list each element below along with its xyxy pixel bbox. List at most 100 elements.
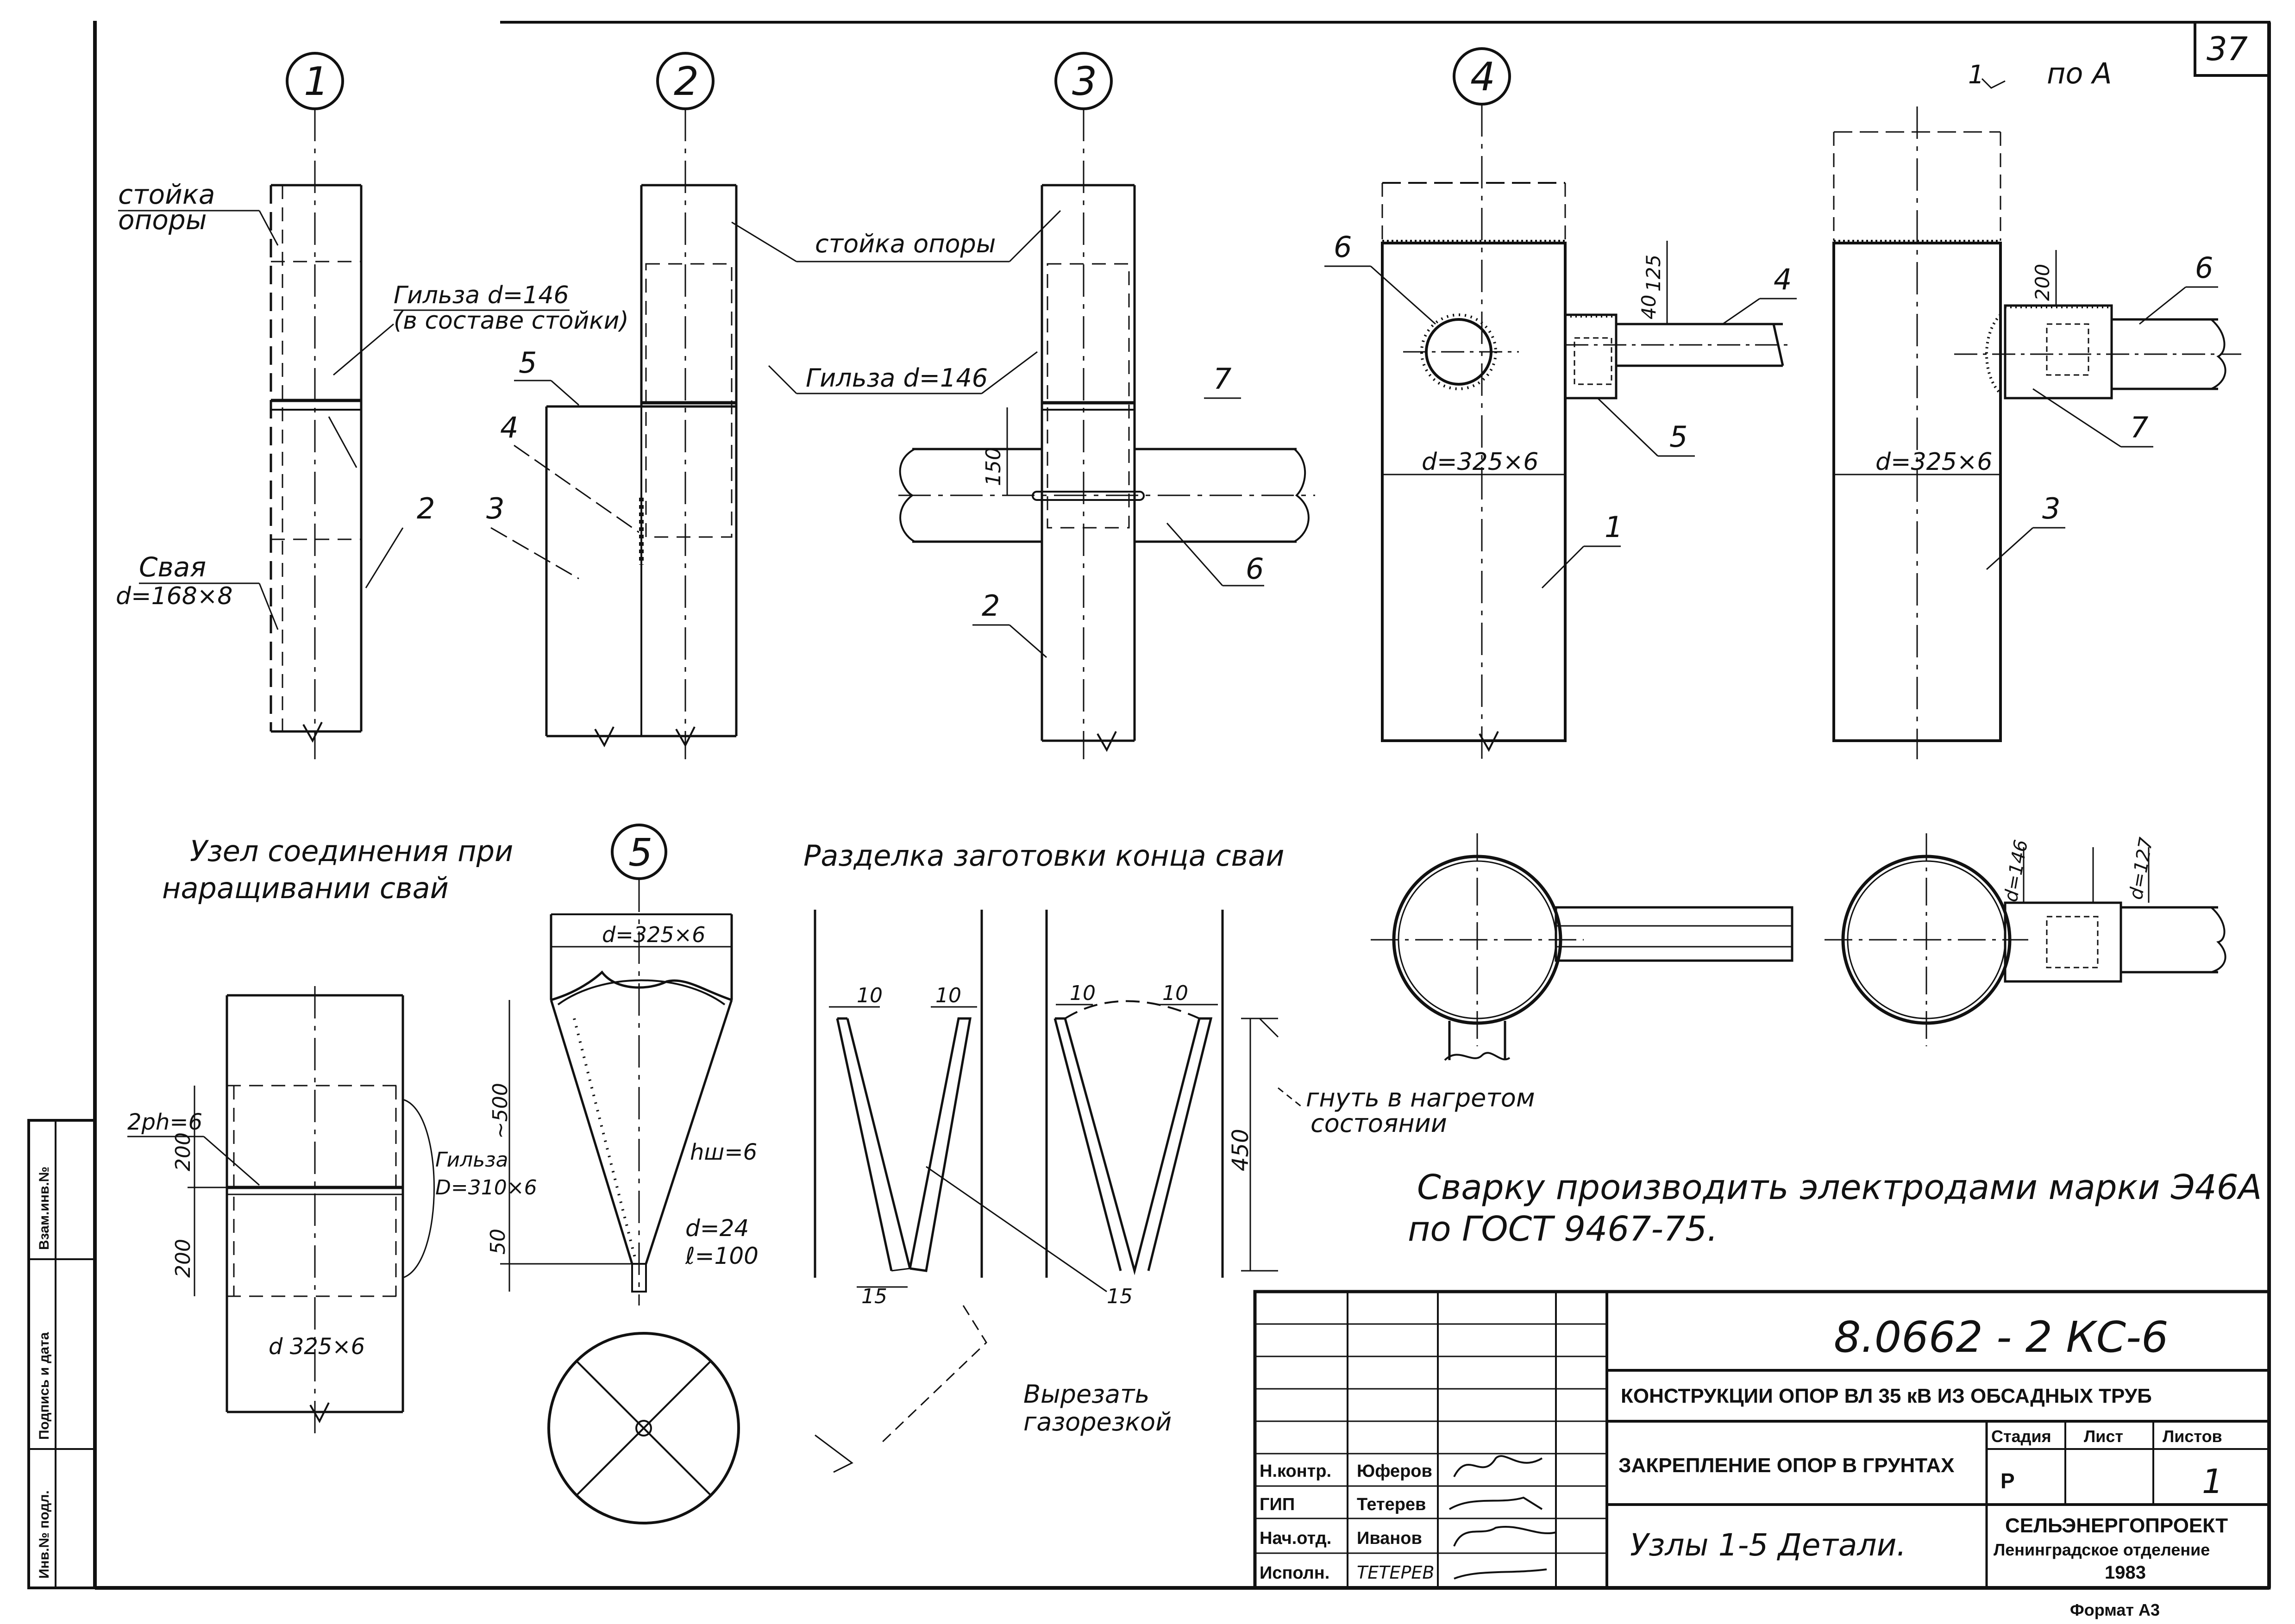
- node-5-number: 5: [628, 831, 652, 875]
- project-title: КОНСТРУКЦИИ ОПОР ВЛ 35 кВ ИЗ ОБСАДНЫХ ТР…: [1621, 1385, 2152, 1407]
- node-4-pos-1: 1: [1605, 510, 1623, 544]
- pile-end-cutting: Разделка заготовки конца сваи 10 10 15 1…: [803, 839, 1535, 1473]
- joint-title-1: Узел соединения при: [190, 834, 513, 868]
- joint-dim-200-lower: 200: [171, 1239, 195, 1278]
- node-5-weld: hш=6: [690, 1139, 757, 1165]
- stamp-sign-date: Подпись и дата: [37, 1332, 52, 1440]
- view-a-cut-mark: 1: [1968, 60, 1984, 89]
- content-title: Узлы 1-5 Детали.: [1630, 1527, 1906, 1563]
- node-4-number: 4: [1470, 54, 1495, 100]
- doc-code: 8.0662 - 2 КС-6: [1834, 1312, 2169, 1362]
- node-5: 5 d=325×6 ~500 50 hш=6 d=24 ℓ=100: [486, 824, 759, 1524]
- plan-view-left: [1371, 833, 1793, 1061]
- node-2-pos-3: 3: [486, 492, 504, 525]
- sheets-value: 1: [2202, 1462, 2223, 1501]
- welding-note: Сварку производить электродами марки Э46…: [1408, 1168, 2262, 1249]
- node-3-number: 3: [1072, 59, 1097, 105]
- stamp-inv-orig: Инв.№ подл.: [37, 1490, 52, 1579]
- node-5-dim-50: 50: [486, 1229, 510, 1255]
- node-5-rod-l: ℓ=100: [685, 1243, 759, 1269]
- signature-ispoln: [1454, 1568, 1547, 1580]
- name-nkontr: Юферов: [1357, 1462, 1432, 1481]
- sheets-label: Листов: [2163, 1427, 2222, 1446]
- view-a-title: по А: [2047, 56, 2112, 90]
- cutting-gas-note-2: газорезкой: [1023, 1407, 1172, 1437]
- joint-weld: 2ph=6: [127, 1109, 202, 1135]
- plan-d146: d=146: [2000, 838, 2032, 904]
- cutting-bend-note-1: гнуть в нагретом: [1306, 1083, 1535, 1112]
- joint-title-2: наращивании свай: [162, 871, 449, 905]
- view-a: 1 по А 200 d=325×6 6 7 3: [1832, 56, 2241, 759]
- role-nkontr: Н.контр.: [1260, 1462, 1331, 1481]
- node-3-label-post: стойка опоры: [815, 229, 996, 258]
- role-gip: ГИП: [1260, 1495, 1295, 1514]
- view-a-dim-200: 200: [2031, 264, 2054, 301]
- view-a-diameter: d=325×6: [1875, 448, 1992, 476]
- stamp-inv-dup: Взам.инв.№: [37, 1167, 52, 1250]
- node-1: 1 стойка опоры Гильза d=146 (в составе с…: [116, 52, 629, 759]
- signature-nkontr: [1453, 1455, 1543, 1477]
- node-2-pos-4: 4: [500, 411, 518, 444]
- node-5-dim-500: ~500: [489, 1083, 512, 1139]
- node-5-rod-d: d=24: [685, 1215, 749, 1242]
- stage-label: Стадия: [1991, 1427, 2051, 1446]
- node-4: 4 125 40 d=325×6 6 4 5 1: [1324, 47, 1797, 759]
- role-nach-otd: Нач.отд.: [1260, 1529, 1331, 1548]
- node-5-diameter: d=325×6: [602, 922, 705, 947]
- org-branch: Ленинградское отделение: [1994, 1540, 2210, 1559]
- view-a-pos-3: 3: [2042, 492, 2060, 525]
- node-3-label-sleeve: Гильза d=146: [806, 363, 988, 393]
- node-1-label-pile-1: Свая: [139, 551, 206, 583]
- node-4-diameter: d=325×6: [1422, 448, 1538, 476]
- cutting-gas-note-1: Вырезать: [1023, 1380, 1149, 1409]
- node-1-pos-2: 2: [417, 492, 435, 525]
- cutting-title: Разделка заготовки конца сваи: [803, 839, 1284, 873]
- joint-sleeve-1: Гильза: [435, 1148, 508, 1172]
- welding-note-line-2: по ГОСТ 9467-75.: [1408, 1209, 1718, 1249]
- node-4-pos-5: 5: [1669, 420, 1687, 454]
- node-3-pos-2: 2: [982, 589, 1000, 623]
- node-1-label-pile-2: d=168×8: [116, 582, 232, 610]
- title-block: Н.контр. Юферов ГИП Тетерев Нач.отд. Ива…: [1253, 1290, 2271, 1619]
- view-a-pos-7: 7: [2130, 411, 2148, 444]
- org-name: СЕЛЬЭНЕРГОПРОЕКТ: [2005, 1514, 2228, 1537]
- cutting-d10-b: 10: [935, 984, 961, 1007]
- sheet-frame: Взам.инв.№ Подпись и дата Инв.№ подл. 37: [27, 21, 2271, 1590]
- stage-value: Р: [2000, 1469, 2015, 1493]
- node-4-dim-125: 125: [1642, 255, 1665, 292]
- sheet-title: ЗАКРЕПЛЕНИЕ ОПОР В ГРУНТАХ: [1618, 1454, 1954, 1477]
- format-label: Формат А3: [2070, 1600, 2160, 1619]
- node-4-pos-4: 4: [1774, 262, 1792, 296]
- view-a-pos-6: 6: [2195, 251, 2213, 285]
- cutting-d10-c: 10: [1070, 981, 1096, 1005]
- pile-joint: Узел соединения при наращивании свай 200…: [127, 834, 537, 1440]
- cutting-dim-450: 450: [1228, 1129, 1254, 1171]
- node-4-pos-6: 6: [1334, 230, 1352, 264]
- cutting-bend-note-2: состоянии: [1311, 1109, 1447, 1138]
- node-2-number: 2: [674, 59, 699, 105]
- node-2: 2 5 4 3: [486, 52, 738, 759]
- cutting-d10-a: 10: [857, 984, 883, 1007]
- joint-diameter: d 325×6: [269, 1334, 365, 1360]
- cutting-d10-d: 10: [1162, 981, 1188, 1005]
- node-1-label-post-2: опоры: [118, 204, 207, 236]
- name-ispoln: ТЕТЕРЕВ: [1357, 1562, 1434, 1583]
- node-1-label-sleeve-1: Гильза d=146: [394, 281, 569, 309]
- sheet-label: Лист: [2084, 1427, 2123, 1446]
- role-ispoln: Исполн.: [1260, 1563, 1329, 1583]
- welding-note-line-1: Сварку производить электродами марки Э46…: [1417, 1168, 2262, 1207]
- node-3-pos-7: 7: [1213, 362, 1231, 396]
- plan-d127: d=127: [2126, 836, 2157, 901]
- node-3: 3 150 стойка опоры Гильза d=146 7 6: [731, 52, 1315, 759]
- cutting-d15-a: 15: [861, 1285, 887, 1308]
- signature-nach-otd: [1453, 1525, 1556, 1547]
- org-year: 1983: [2105, 1562, 2146, 1583]
- node-3-dim-150: 150: [982, 447, 1005, 486]
- node-1-number: 1: [304, 59, 329, 105]
- name-gip: Тетерев: [1357, 1495, 1426, 1514]
- node-2-pos-5: 5: [519, 346, 537, 380]
- plan-view-right: d=146 d=127: [1825, 833, 2226, 1046]
- node-4-dim-40: 40: [1637, 295, 1660, 319]
- page-number: 37: [2207, 30, 2248, 68]
